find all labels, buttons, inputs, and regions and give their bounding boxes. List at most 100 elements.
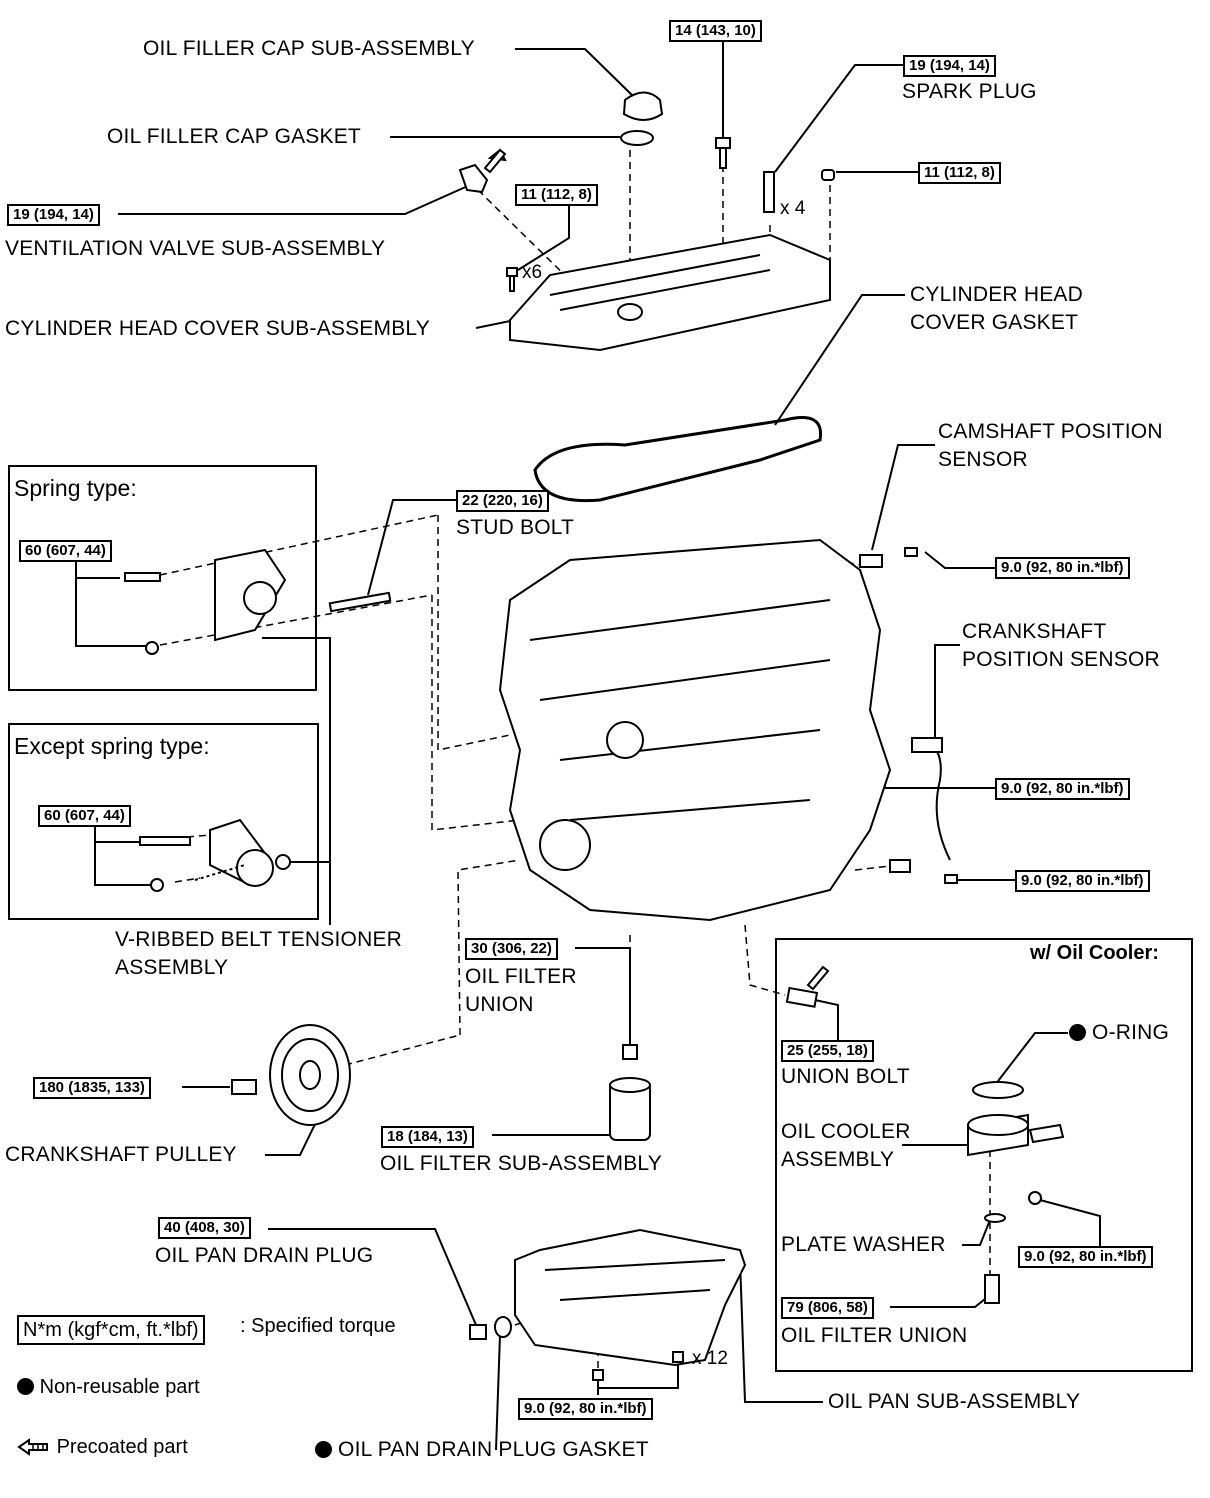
label-crankshaft-pulley: CRANKSHAFT PULLEY [5,1143,237,1166]
leader-pan [739,1259,823,1403]
oil-cooler-title: w/ Oil Cooler: [1030,942,1159,964]
torque-union-bolt: 25 (255, 18) [781,1040,874,1062]
leader-plate-washer [962,1219,991,1246]
except-spring-type-title: Except spring type: [14,733,210,759]
leader-60-spring [75,562,146,647]
torque-pulley: 180 (1835, 133) [33,1077,151,1099]
torque-cooler-nut: 9.0 (92, 80 in.*lbf) [1018,1246,1153,1268]
cover-bolt-shapes [506,137,835,292]
torque-oil-pan: 9.0 (92, 80 in.*lbf) [518,1398,653,1420]
label-head-gasket-line1: CYLINDER HEAD [910,283,1083,306]
o-ring-text: O-RING [1092,1021,1170,1044]
torque-cooler-union: 79 (806, 58) [781,1297,874,1319]
label-oil-filler-cap-gasket: OIL FILLER CAP GASKET [107,125,361,148]
engine-block-shape [498,538,892,922]
label-oil-filter-union-cooler: OIL FILTER UNION [781,1324,968,1347]
stud-bolt-shape [328,591,392,613]
label-spark-plug: SPARK PLUG [902,80,1037,103]
torque-stud: 22 (220, 16) [456,490,549,512]
tensioner-spring-shape [124,548,287,655]
leader-filter-union [575,947,631,1045]
leader-vent [118,184,471,215]
legend-non-reusable: Non-reusable part [17,1376,200,1399]
leader-tensioner [262,637,331,925]
leader-head-gasket [774,294,905,426]
head-cover-gasket-shape [533,416,823,503]
mult-pan-bolts: x 12 [692,1348,728,1369]
leader-oring [994,1032,1068,1086]
torque-60-spring: 60 (607, 44) [19,540,112,562]
leader-60-except [94,826,150,886]
leader-pan-bolt [597,1365,679,1395]
label-ventilation-valve: VENTILATION VALVE SUB-ASSEMBLY [5,237,386,260]
except-spring-type-box [8,723,319,920]
sensor-shapes [859,547,958,884]
label-tensioner-line1: V-RIBBED BELT TENSIONER [115,928,403,951]
leader-cooler-nut [1039,1199,1101,1246]
label-tensioner-line2: ASSEMBLY [115,956,229,979]
label-crank-sensor-line2: POSITION SENSOR [962,648,1160,671]
leader-crank-sensor [934,644,960,740]
leader-union-bolt [814,999,839,1040]
legend-precoated: Precoated part [17,1436,188,1459]
torque-11-right: 11 (112, 8) [918,162,1001,184]
label-head-gasket-line2: COVER GASKET [910,311,1079,334]
label-oil-filter-sub: OIL FILTER SUB-ASSEMBLY [380,1152,662,1175]
cylinder-head-cover-shape [509,233,831,352]
spring-type-box [8,465,317,691]
torque-vent: 19 (194, 14) [7,204,100,226]
precoated-arrow-marks [483,148,830,991]
spring-type-title: Spring type: [14,475,137,501]
label-oil-filter-union-line2: UNION [465,993,534,1016]
legend-torque-unit: N*m (kgf*cm, ft.*lbf) [17,1315,205,1345]
crankshaft-pulley-shape [231,1024,351,1126]
leader-pulley-label [265,1117,319,1156]
non-reusable-dot-icon [315,1441,332,1458]
label-crank-sensor-line1: CRANKSHAFT [962,620,1107,643]
label-camshaft-sensor-line2: SENSOR [938,448,1028,471]
precoated-arrow-icon [17,1438,48,1456]
label-plate-washer: PLATE WASHER [781,1233,946,1256]
legend-precoated-text: Precoated part [56,1436,188,1458]
leader-filler-cap [515,48,636,99]
label-cylinder-head-cover: CYLINDER HEAD COVER SUB-ASSEMBLY [5,317,430,340]
tensioner-except-shape [139,818,291,892]
leader-cover-bolt [517,205,570,271]
oil-pan-shape [469,1228,747,1381]
label-camshaft-sensor-line1: CAMSHAFT POSITION [938,420,1163,443]
torque-filter-union: 30 (306, 22) [465,938,558,960]
label-oil-pan-drain-plug: OIL PAN DRAIN PLUG [155,1244,374,1267]
label-oil-pan-drain-gasket: OIL PAN DRAIN PLUG GASKET [315,1436,649,1464]
label-stud-bolt: STUD BOLT [456,516,575,539]
label-oil-pan-sub: OIL PAN SUB-ASSEMBLY [828,1390,1081,1413]
label-oil-cooler-line2: ASSEMBLY [781,1148,895,1171]
leader-drain-gasket [495,1334,501,1451]
torque-crank-sensor-2: 9.0 (92, 80 in.*lbf) [1015,870,1150,892]
non-reusable-dot-icon [17,1378,34,1395]
torque-drain: 40 (408, 30) [158,1217,251,1239]
oil-cooler-shape [785,986,1065,1304]
leader-cam [871,444,935,551]
non-reusable-dot-icon [1069,1024,1086,1041]
torque-60-except: 60 (607, 44) [38,805,131,827]
torque-11-left: 11 (112, 8) [515,184,598,206]
label-o-ring: O-RING [1069,1019,1169,1047]
legend-non-reusable-text: Non-reusable part [39,1376,200,1398]
oil-filter-shape [609,1044,651,1141]
legend-torque-desc: : Specified torque [240,1315,396,1337]
label-union-bolt: UNION BOLT [781,1065,910,1088]
leader-stud [367,499,456,596]
label-oil-cooler-line1: OIL COOLER [781,1120,911,1143]
torque-crank-sensor: 9.0 (92, 80 in.*lbf) [995,778,1130,800]
oil-filler-cap-shape [620,91,664,146]
torque-spark: 19 (194, 14) [903,55,996,77]
mult-spark: x 4 [780,198,806,219]
leader-cam-bolt [924,551,995,569]
torque-14: 14 (143, 10) [669,20,762,42]
torque-filter: 18 (184, 13) [381,1126,474,1148]
torque-cam-sensor: 9.0 (92, 80 in.*lbf) [995,557,1130,579]
label-oil-filler-cap: OIL FILLER CAP SUB-ASSEMBLY [143,37,475,60]
oil-cooler-box [775,938,1193,1372]
leader-head-cover [475,319,516,329]
